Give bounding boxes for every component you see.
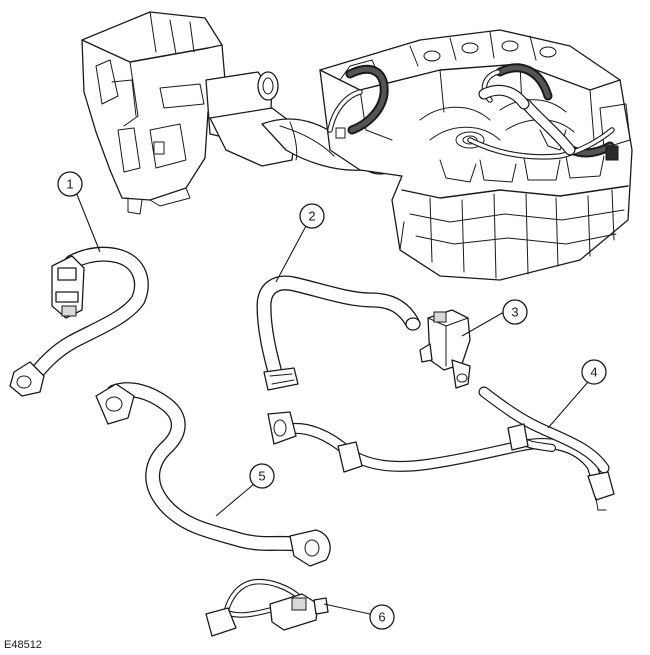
- callout-number: 2: [308, 209, 315, 224]
- part-5-hose: [95, 382, 331, 567]
- part-3-valve: [419, 309, 471, 389]
- part-2-hose: [256, 275, 421, 391]
- engine-assembly: [81, 11, 633, 281]
- callout-6: 6: [323, 603, 395, 630]
- callout-number: 4: [590, 365, 597, 380]
- part-4-hose-assembly: [267, 386, 615, 511]
- callout-number: 1: [66, 177, 73, 192]
- intake-manifold: [319, 29, 633, 281]
- engine-top-hoses: [327, 63, 619, 161]
- part-6-wiring-harness: [205, 578, 329, 637]
- callout-number: 5: [258, 469, 265, 484]
- callout-1: 1: [57, 171, 101, 253]
- air-cleaner-housing: [81, 11, 227, 215]
- callout-number: 6: [378, 610, 385, 625]
- part-1-hose: [9, 246, 149, 397]
- callout-4: 4: [547, 359, 607, 429]
- callout-number: 3: [511, 305, 518, 320]
- figure-reference-code: E48512: [4, 639, 42, 651]
- callout-2: 2: [275, 203, 325, 283]
- callout-5: 5: [215, 463, 275, 517]
- callout-3: 3: [461, 299, 528, 337]
